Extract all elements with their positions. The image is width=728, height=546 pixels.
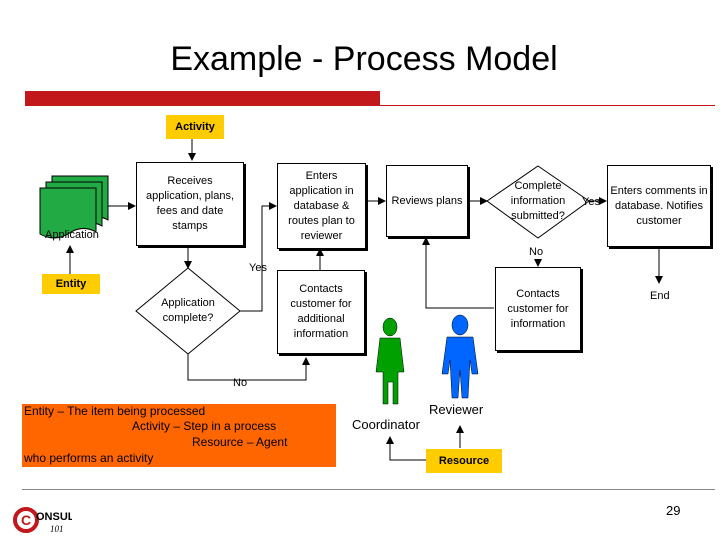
svg-text:C: C <box>21 512 31 528</box>
application-label: Application <box>45 229 99 241</box>
edge-label-no-2: No <box>529 246 544 258</box>
application-document-icon <box>39 175 109 239</box>
arrow-contacts-to-reviews <box>422 237 494 309</box>
node-contacts-additional: Contacts customer for additional informa… <box>277 270 365 354</box>
consult-logo: C ONSULT 101 <box>12 502 72 538</box>
decision-complete-information <box>486 165 590 239</box>
node-enters-comments: Enters comments in database. Notifies cu… <box>607 165 711 247</box>
decision-application-complete <box>135 267 241 355</box>
activity-tag: Activity <box>166 115 224 139</box>
legend-box: Entity – The item being processed Activi… <box>22 404 336 467</box>
legend-line-resource-cont: who performs an activity <box>24 451 154 465</box>
title-underline <box>25 105 715 106</box>
arrow-resource-to-coordinator <box>386 436 426 461</box>
svg-text:101: 101 <box>50 524 64 534</box>
decision-complete-information-label: Complete information submitted? <box>510 179 566 222</box>
arrow-decision-yes <box>238 202 277 312</box>
legend-line-resource: Resource – Agent <box>192 435 288 449</box>
resource-tag: Resource <box>426 449 502 473</box>
title-accent-bar <box>25 91 380 105</box>
entity-tag: Entity <box>42 274 100 294</box>
decision-application-complete-label: Application complete? <box>161 297 215 324</box>
page-title: Example - Process Model <box>170 40 558 78</box>
svg-text:ONSULT: ONSULT <box>36 511 72 523</box>
arrow-decision-no <box>187 354 310 381</box>
legend-line-activity: Activity – Step in a process <box>132 419 277 433</box>
node-enters-application: Enters application in database & routes … <box>277 163 366 249</box>
node-contacts-information: Contacts customer for information <box>495 267 581 351</box>
coordinator-figure <box>375 317 405 405</box>
reviewer-figure <box>441 314 479 399</box>
node-end: End <box>650 290 670 302</box>
edge-label-yes-1: Yes <box>249 262 267 274</box>
edge-label-no-1: No <box>233 377 248 389</box>
edge-label-yes-2: Yes <box>582 196 600 208</box>
reviewer-label: Reviewer <box>429 402 484 417</box>
node-reviews-plans: Reviews plans <box>386 165 468 237</box>
coordinator-label: Coordinator <box>352 417 420 432</box>
legend-line-entity: Entity – The item being processed <box>24 404 206 418</box>
node-receives-application: Receives application, plans, fees and da… <box>136 162 244 246</box>
footer-divider <box>22 489 715 490</box>
consult-logo-mark: C ONSULT 101 <box>13 507 72 534</box>
page-number: 29 <box>666 503 681 518</box>
